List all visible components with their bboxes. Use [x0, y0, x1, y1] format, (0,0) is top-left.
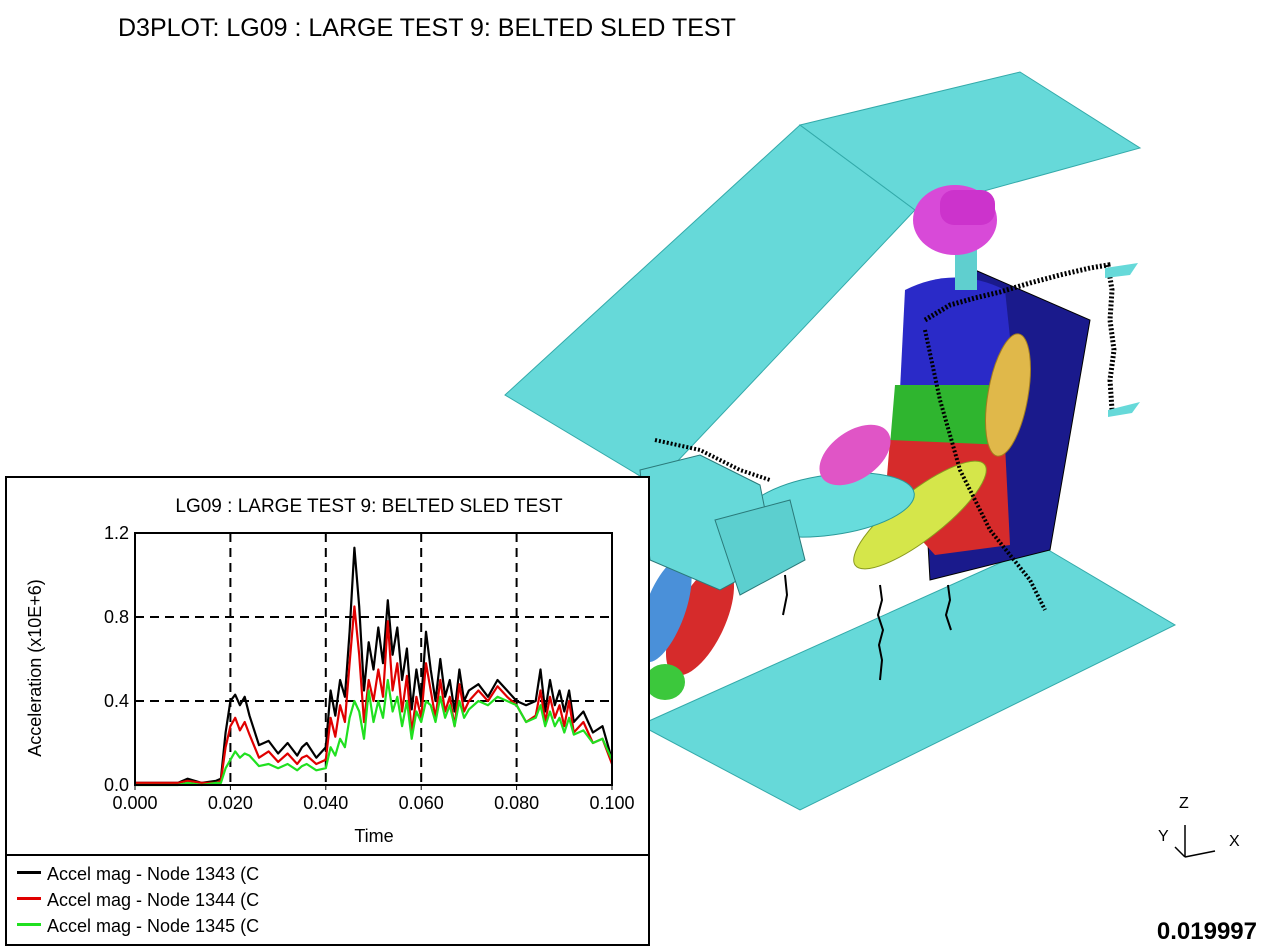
- legend-label: Accel mag - Node 1344 (C: [47, 890, 260, 910]
- dummy-upper-arm: [985, 333, 1031, 457]
- dummy-head-top: [940, 190, 995, 225]
- seat-spring-2: [944, 584, 952, 631]
- seat-spring-1: [876, 584, 885, 681]
- series-line-1: [135, 605, 614, 784]
- axis-triad-icon: [1174, 825, 1216, 858]
- chart-grid: [135, 533, 612, 785]
- x-tick-label: 0.100: [589, 793, 634, 813]
- dummy-thigh-rear: [819, 424, 891, 486]
- legend-label: Accel mag - Node 1345 (C: [47, 916, 260, 936]
- series-line-0: [135, 546, 614, 784]
- triad-z-label: Z: [1179, 795, 1189, 812]
- legend-item-1345: Accel mag - Node 1345 (C: [17, 916, 259, 937]
- shoulder-belt: [923, 262, 1117, 411]
- seat-spring-3: [782, 574, 789, 616]
- triad-y-label: Y: [1158, 828, 1169, 845]
- x-tick-label: 0.000: [112, 793, 157, 813]
- acceleration-chart: LG09 : LARGE TEST 9: BELTED SLED TEST 0.…: [25, 496, 635, 846]
- x-tick-label: 0.080: [494, 793, 539, 813]
- chart-series: [135, 546, 614, 787]
- legend-label: Accel mag - Node 1343 (C: [47, 864, 260, 884]
- x-tick-label: 0.020: [208, 793, 253, 813]
- dummy-abdomen: [890, 385, 1010, 450]
- y-tick-label: 0.8: [104, 607, 129, 627]
- time-readout: 0.019997: [1156, 918, 1257, 945]
- triad-x-label: X: [1229, 833, 1240, 850]
- y-tick-label: 0.4: [104, 691, 129, 711]
- chart-title: LG09 : LARGE TEST 9: BELTED SLED TEST: [175, 496, 563, 517]
- x-tick-label: 0.040: [303, 793, 348, 813]
- y-tick-label: 1.2: [104, 523, 129, 543]
- y-axis-label: Acceleration (x10E+6): [25, 579, 45, 757]
- chart-legend: Accel mag - Node 1343 (C Accel mag - Nod…: [7, 854, 648, 946]
- xy-plot-window[interactable]: LG09 : LARGE TEST 9: BELTED SLED TEST 0.…: [5, 476, 650, 946]
- lap-belt: [654, 438, 771, 482]
- floor-panel: [638, 544, 1177, 811]
- dummy-shin-blue: [638, 557, 692, 663]
- x-tick-label: 0.060: [399, 793, 444, 813]
- x-axis-label: Time: [354, 826, 393, 846]
- legend-swatch: [17, 896, 41, 900]
- legend-item-1344: Accel mag - Node 1344 (C: [17, 890, 259, 911]
- anchor-tab-bottom: [1108, 402, 1140, 417]
- legend-item-1343: Accel mag - Node 1343 (C: [17, 864, 259, 885]
- dummy-foot: [645, 664, 685, 700]
- chart-ticks: 0.000 0.020 0.040 0.060 0.080 0.100 0.0 0.4 0.8 1…: [104, 523, 635, 813]
- series-line-2: [135, 678, 614, 787]
- anchor-tab-top: [1105, 263, 1138, 278]
- legend-swatch: [17, 870, 41, 874]
- y-tick-label: 0.0: [104, 775, 129, 795]
- legend-swatch: [17, 922, 41, 926]
- dummy-torso: [900, 277, 1015, 390]
- roof-panel-top: [798, 71, 1142, 211]
- dummy-shin-red: [665, 564, 735, 676]
- dummy-neck: [955, 245, 977, 290]
- diagonal-belt: [923, 329, 1047, 611]
- plot-frame: [134, 532, 613, 786]
- knee-bolster-face: [714, 499, 806, 596]
- window-title: D3PLOT: LG09 : LARGE TEST 9: BELTED SLED…: [118, 14, 736, 42]
